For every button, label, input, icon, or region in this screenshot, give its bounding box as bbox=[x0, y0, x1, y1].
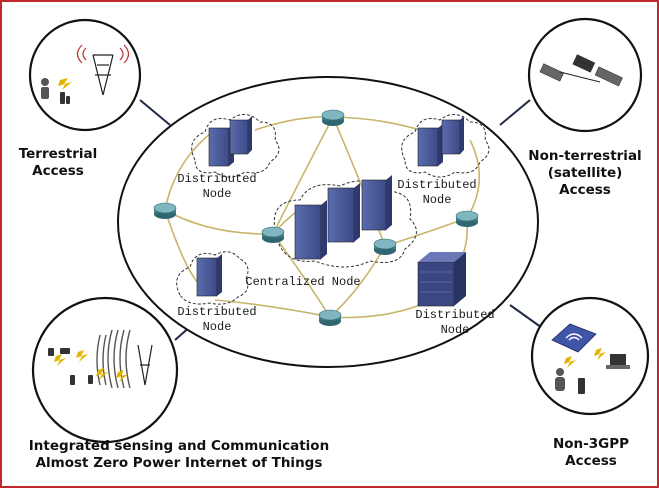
label-line: Distributed bbox=[397, 178, 477, 192]
centralized-node-label: Centralized Node bbox=[238, 275, 368, 290]
server-distributed-bl bbox=[196, 254, 222, 297]
label-line: Non-3GPP Access bbox=[552, 436, 630, 469]
label-line: Integrated sensing and Communication bbox=[28, 438, 330, 454]
device-icons bbox=[48, 348, 128, 385]
cloud-shapes bbox=[176, 114, 490, 305]
label-line: Distributed bbox=[177, 305, 257, 319]
label-line: Almost Zero Power Internet of Things bbox=[35, 455, 323, 471]
non-terrestrial-access-label: Non-terrestrial (satellite) Access bbox=[520, 148, 650, 199]
non-3gpp-access-label: Non-3GPP Access bbox=[525, 436, 657, 470]
distributed-node-label-bottom-right: Distributed Node bbox=[410, 308, 500, 338]
terrestrial-access-label: Terrestrial Access bbox=[18, 146, 98, 180]
label-line: Access bbox=[32, 163, 84, 179]
label-line: Terrestrial bbox=[18, 146, 98, 162]
lightning-icon bbox=[58, 78, 72, 90]
laptop-icon bbox=[606, 354, 630, 369]
cell-tower-icon bbox=[137, 344, 153, 386]
iscomm-access-label: Integrated sensing and Communication Alm… bbox=[20, 438, 338, 472]
server-distributed-tr bbox=[417, 116, 464, 167]
router-icon bbox=[321, 109, 345, 126]
label-line: Non-terrestrial bbox=[528, 148, 642, 164]
distributed-node-label-top-left: Distributed Node bbox=[172, 172, 262, 202]
non3gpp-circle bbox=[530, 296, 650, 416]
antenna-waves-icon bbox=[96, 329, 131, 389]
phone-icon bbox=[578, 378, 585, 394]
access-circles bbox=[28, 17, 650, 444]
router-icon bbox=[318, 309, 342, 326]
server-distributed-br bbox=[417, 252, 466, 307]
satellite-circle bbox=[527, 17, 643, 133]
iscomm-circle bbox=[31, 296, 179, 444]
distributed-node-label-top-right: Distributed Node bbox=[392, 178, 482, 208]
terrestrial-circle bbox=[28, 18, 142, 132]
person-icon bbox=[41, 78, 49, 99]
server-centralized bbox=[294, 175, 392, 260]
router-icon bbox=[373, 238, 397, 255]
connector-terrestrial bbox=[139, 99, 171, 126]
label-line: Node bbox=[202, 320, 232, 334]
label-line: Node bbox=[202, 187, 232, 201]
cell-tower-icon bbox=[76, 44, 130, 96]
connector-satellite bbox=[499, 99, 531, 126]
lightning-icon bbox=[564, 348, 606, 368]
phone-icon bbox=[60, 92, 70, 104]
label-line: Node bbox=[422, 193, 452, 207]
wifi-router-icon bbox=[551, 323, 597, 353]
server-distributed-tl bbox=[208, 116, 252, 167]
label-line: (satellite) bbox=[547, 165, 623, 181]
router-icon bbox=[153, 202, 177, 219]
routers bbox=[153, 109, 479, 326]
router-icon bbox=[261, 226, 285, 243]
label-line: Node bbox=[440, 323, 470, 337]
distributed-node-label-bottom-left: Distributed Node bbox=[172, 305, 262, 335]
person-icon bbox=[555, 368, 565, 391]
label-line: Access bbox=[559, 182, 611, 198]
connector-non3gpp bbox=[509, 304, 546, 331]
label-line: Centralized Node bbox=[245, 275, 361, 289]
router-icon bbox=[455, 210, 479, 227]
label-line: Distributed bbox=[177, 172, 257, 186]
servers bbox=[196, 116, 466, 307]
satellite-icon bbox=[539, 54, 623, 87]
label-line: Distributed bbox=[415, 308, 495, 322]
